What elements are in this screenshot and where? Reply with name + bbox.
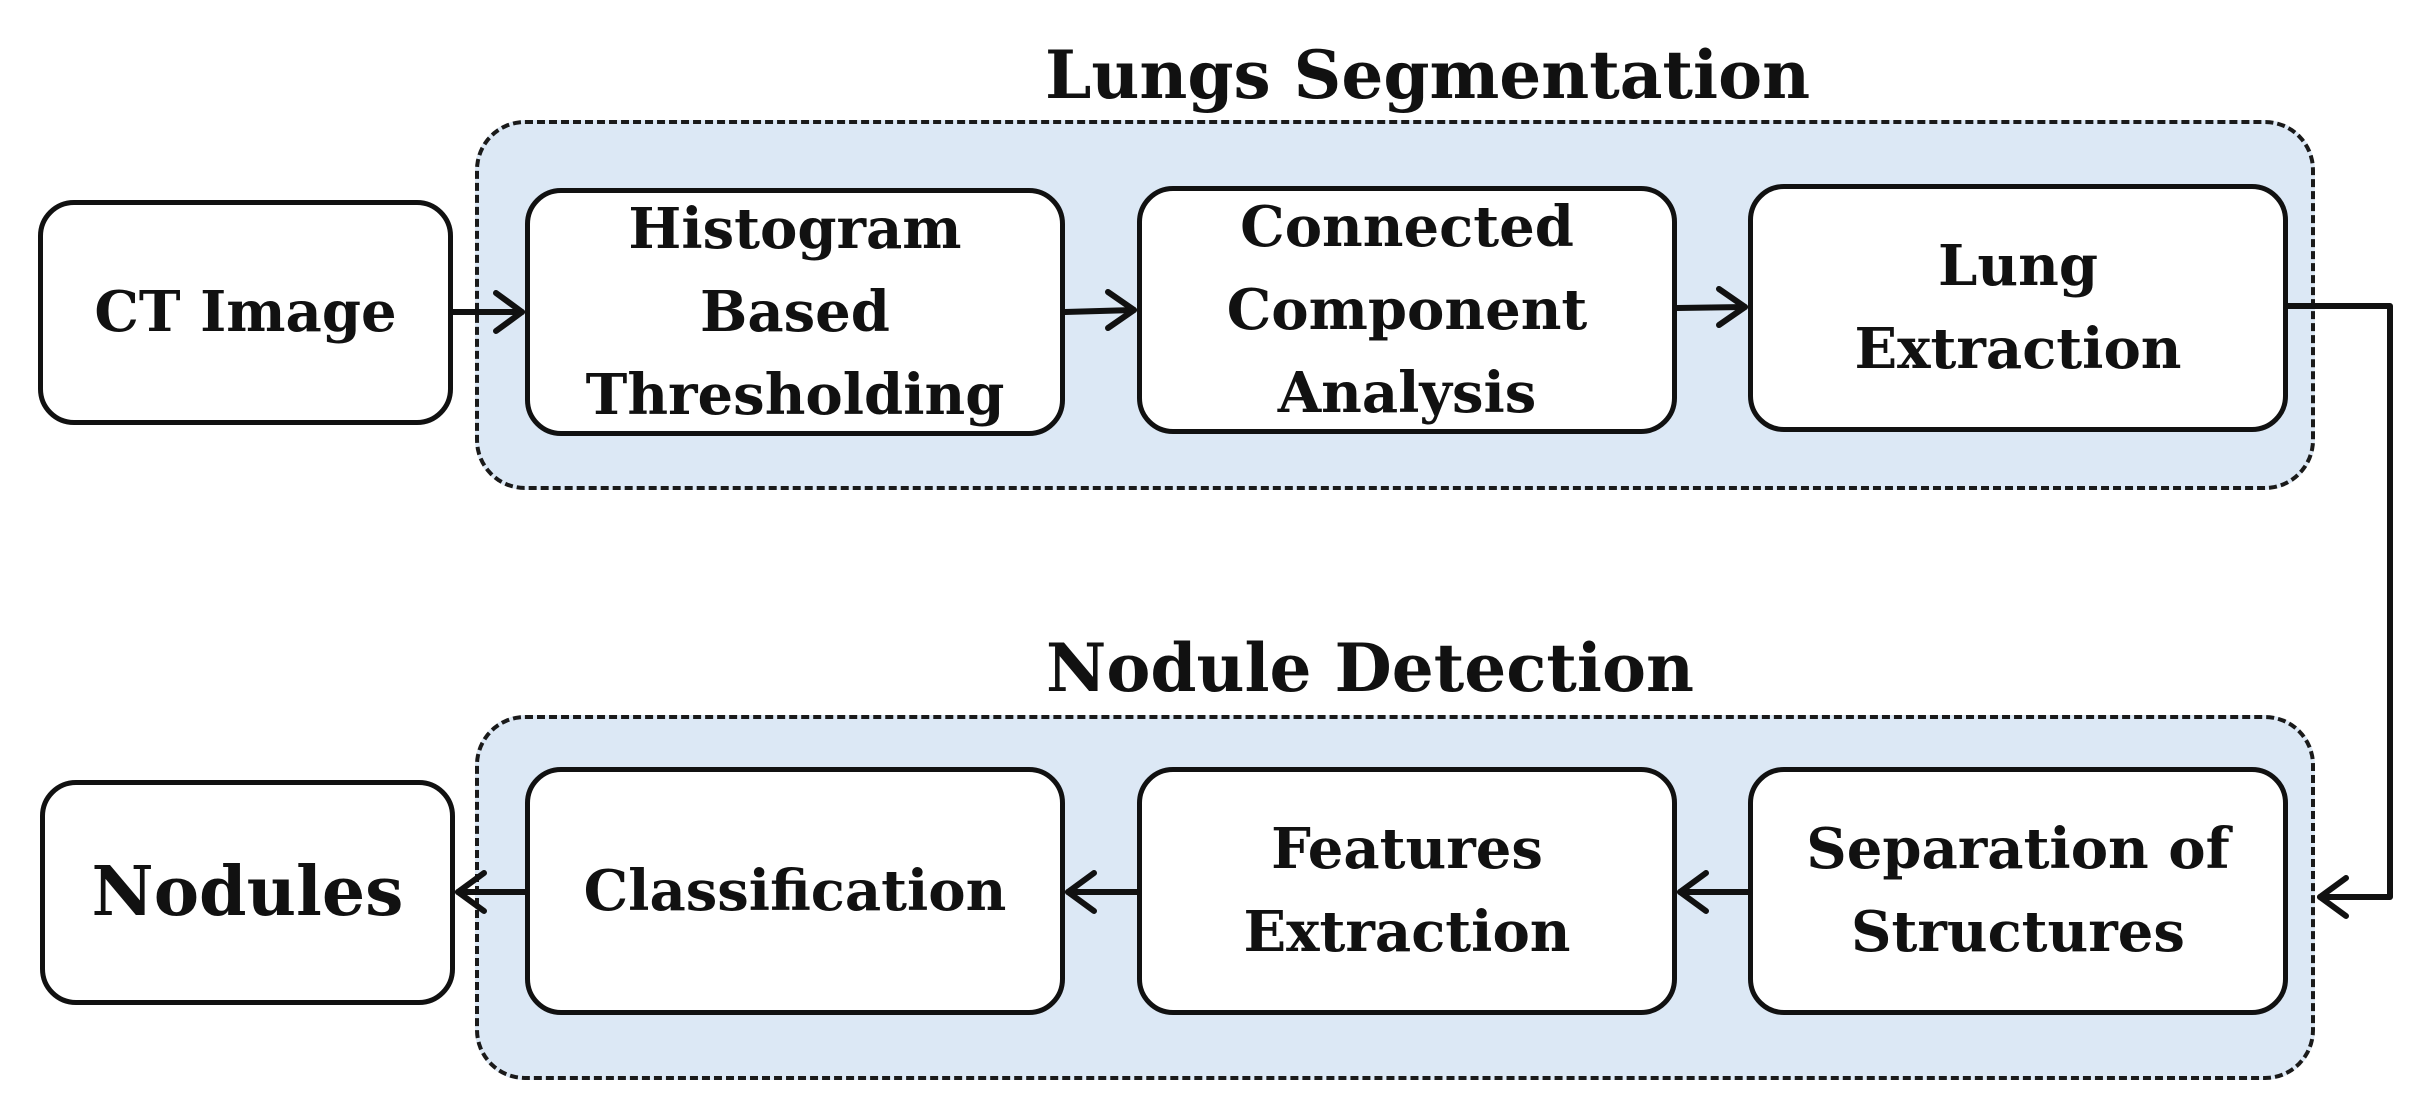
node-histogram-thresholding: Histogram Based Thresholding [525, 188, 1065, 436]
node-connected-component-analysis: Connected Component Analysis [1137, 186, 1677, 434]
node-features-extraction: Features Extraction [1137, 767, 1677, 1015]
node-connected-component-analysis-label: Connected Component Analysis [1226, 193, 1588, 426]
node-separation-of-structures: Separation of Structures [1748, 767, 2288, 1015]
group-title-nodule-detection: Nodule Detection [1046, 629, 1694, 707]
node-nodules: Nodules [40, 780, 455, 1005]
group-title-lungs-segmentation: Lungs Segmentation [1045, 36, 1811, 114]
node-ct-image: CT Image [38, 200, 453, 425]
node-lung-extraction-label: Lung Extraction [1854, 233, 2182, 382]
node-separation-of-structures-label: Separation of Structures [1806, 816, 2230, 965]
node-features-extraction-label: Features Extraction [1243, 816, 1571, 965]
node-lung-extraction: Lung Extraction [1748, 184, 2288, 432]
node-ct-image-label: CT Image [94, 279, 397, 345]
node-classification: Classification [525, 767, 1065, 1015]
node-histogram-thresholding-label: Histogram Based Thresholding [585, 195, 1005, 428]
node-nodules-label: Nodules [91, 852, 404, 932]
node-classification-label: Classification [583, 857, 1007, 924]
